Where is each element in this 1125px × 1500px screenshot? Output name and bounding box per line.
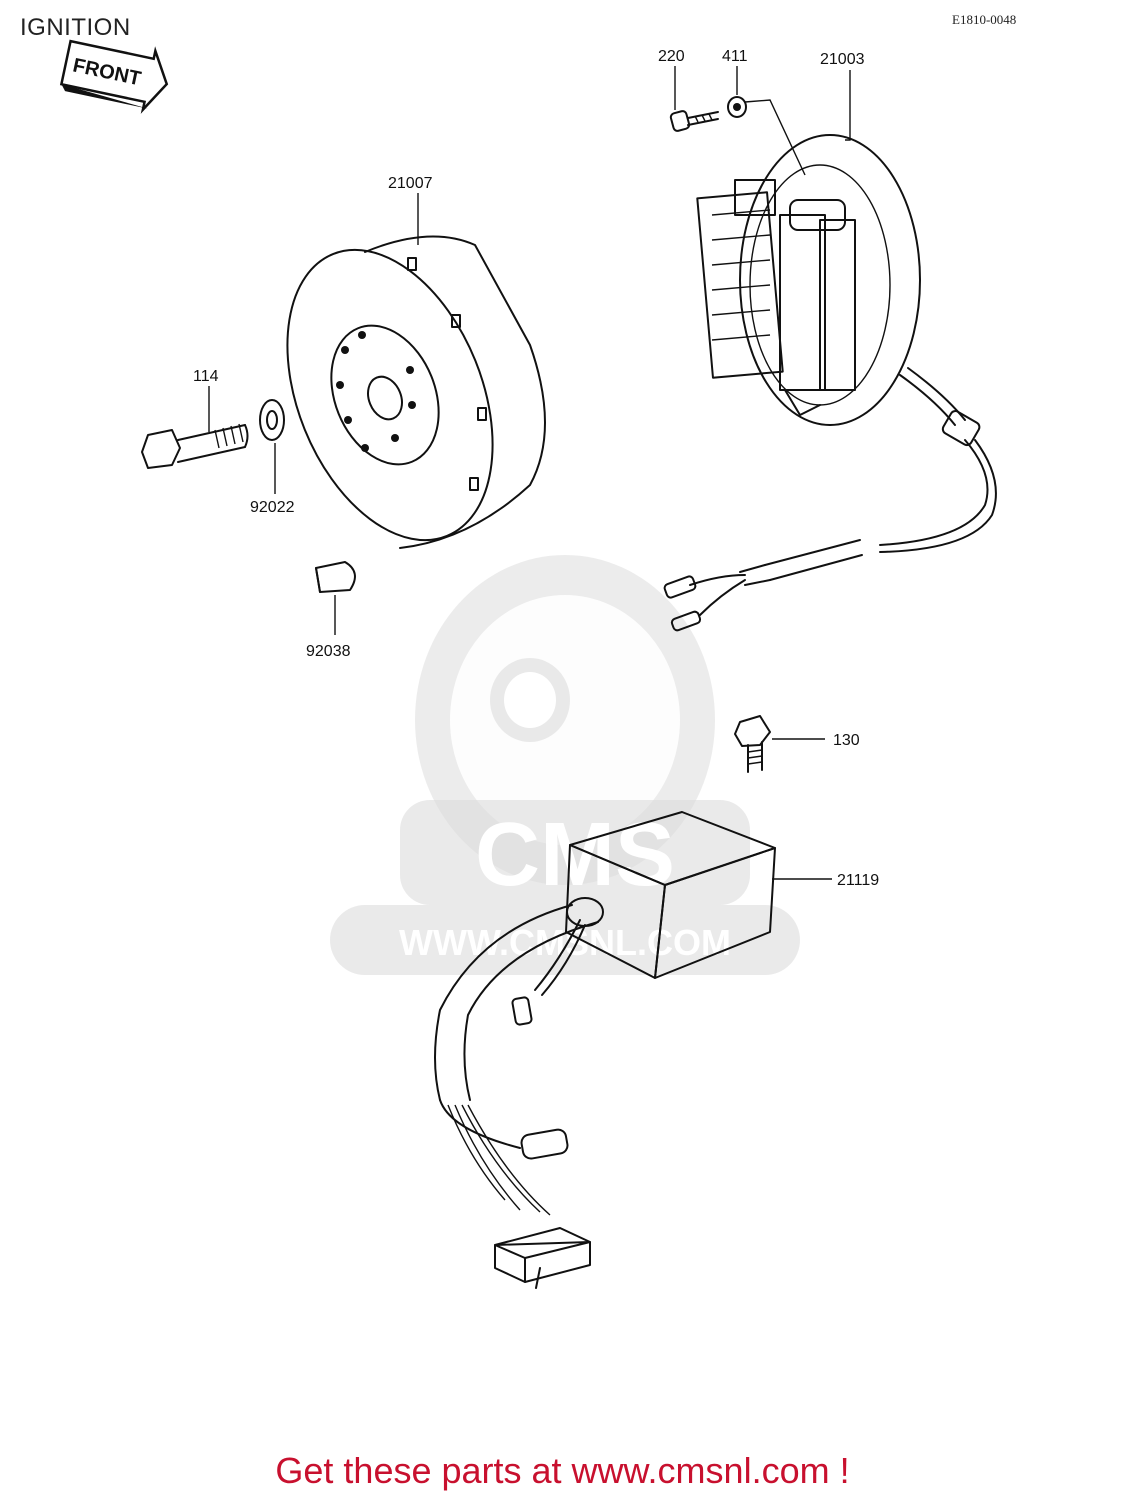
part-label-21003[interactable]: 21003 [820,51,865,68]
page-title: IGNITION [20,14,131,41]
part-21003-stator [663,134,997,632]
leader-lines [208,66,851,880]
footer-banner[interactable]: Get these parts at www.cmsnl.com ! [275,1450,850,1491]
part-130-bolt [734,715,771,773]
watermark-logo: CMS [475,805,675,905]
part-21119-cdi-unit [434,811,776,1289]
part-label-21007[interactable]: 21007 [388,175,433,192]
part-92038-key [315,561,356,593]
part-114-bolt [141,423,249,469]
part-label-21119[interactable]: 21119 [837,872,879,889]
exploded-parts-diagram: CMS WWW.CMSNL.COM FRONT [59,39,997,1289]
part-label-130[interactable]: 130 [833,732,860,749]
diagram-code: E1810-0048 [952,12,1017,27]
part-label-411[interactable]: 411 [722,48,748,65]
part-label-220[interactable]: 220 [658,48,685,65]
front-arrow: FRONT [59,39,169,114]
watermark-url: WWW.CMSNL.COM [399,922,731,963]
part-label-92038[interactable]: 92038 [306,643,351,660]
part-411-washer [727,96,747,118]
part-label-92022[interactable]: 92022 [250,499,295,516]
part-92022-washer [259,399,285,441]
part-labels: 220 411 21003 21007 114 92022 92038 130 … [193,48,879,889]
part-220-screw [669,110,719,132]
cms-watermark: CMS WWW.CMSNL.COM [330,555,800,975]
part-label-114[interactable]: 114 [193,368,219,385]
part-21007-rotor [286,235,546,549]
